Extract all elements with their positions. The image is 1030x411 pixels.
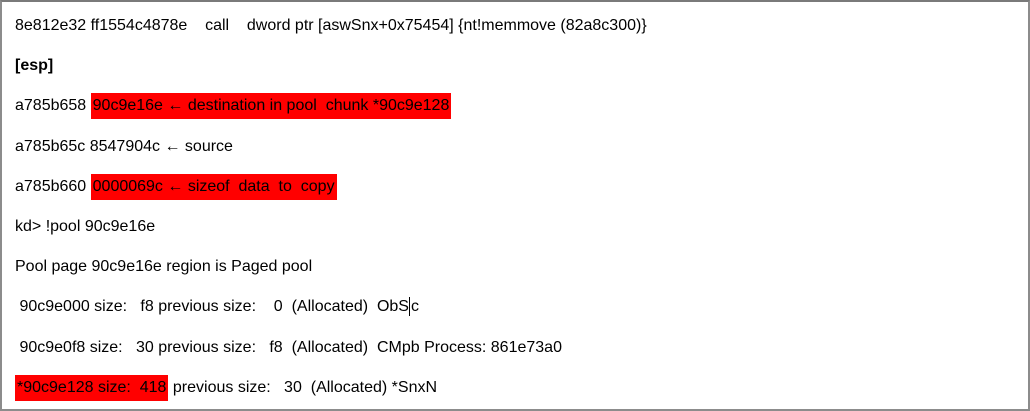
text-segment: [esp] bbox=[15, 57, 54, 75]
pool-chunk-obsc-line: 90c9e000 size: f8 previous size: 0 (Allo… bbox=[15, 287, 1018, 327]
pool-chunk-snxn-line: *90c9e128 size: 418 previous size: 30 (A… bbox=[15, 368, 1018, 408]
text-segment: a785b65c 8547904c ← source bbox=[15, 137, 233, 155]
call-instruction-line: 8e812e32 ff1554c4878e call dword ptr [as… bbox=[15, 6, 1018, 46]
highlighted-segment: *90c9e128 size: 418 bbox=[15, 374, 169, 401]
debug-transcript-lines: 8e812e32 ff1554c4878e call dword ptr [as… bbox=[15, 6, 1018, 408]
text-segment: 8e812e32 ff1554c4878e call dword ptr [as… bbox=[15, 17, 647, 35]
stack-destination-line: a785b658 90c9e16e ← destination in pool … bbox=[15, 86, 1018, 126]
text-segment: 90c9e000 size: f8 previous size: 0 (Allo… bbox=[15, 298, 409, 316]
text-segment: previous size: 30 (Allocated) *SnxN bbox=[168, 378, 438, 396]
text-cursor bbox=[408, 296, 410, 316]
highlighted-segment: 90c9e16e ← destination in pool chunk *90… bbox=[90, 93, 452, 120]
text-segment: c bbox=[410, 298, 419, 316]
text-segment: kd> !pool 90c9e16e bbox=[15, 218, 156, 236]
kd-pool-command-line: kd> !pool 90c9e16e bbox=[15, 207, 1018, 247]
text-segment: 90c9e0f8 size: 30 previous size: f8 (All… bbox=[15, 338, 562, 356]
esp-label-line: [esp] bbox=[15, 46, 1018, 86]
text-segment: a785b658 bbox=[15, 97, 91, 115]
stack-size-line: a785b660 0000069c ← sizeof data to copy bbox=[15, 167, 1018, 207]
text-segment: a785b660 bbox=[15, 177, 91, 195]
pool-chunk-cmpb-line: 90c9e0f8 size: 30 previous size: f8 (All… bbox=[15, 328, 1018, 368]
highlighted-segment: 0000069c ← sizeof data to copy bbox=[90, 173, 337, 200]
text-segment: Pool page 90c9e16e region is Paged pool bbox=[15, 258, 313, 276]
stack-source-line: a785b65c 8547904c ← source bbox=[15, 127, 1018, 167]
pool-page-info-line: Pool page 90c9e16e region is Paged pool bbox=[15, 247, 1018, 287]
